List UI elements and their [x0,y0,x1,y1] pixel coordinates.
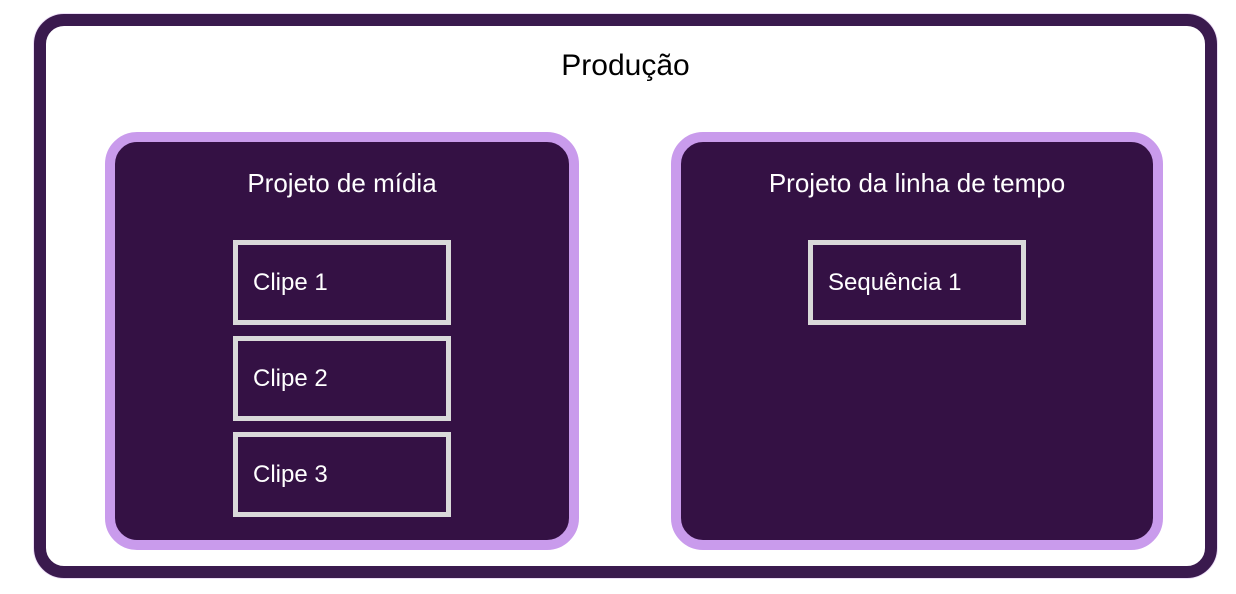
sequence-stack: Sequência 1 [808,240,1026,325]
media-project-panel: Projeto de mídia Clipe 1 Clipe 2 Clipe 3 [105,132,579,550]
clip-box-2: Clipe 2 [233,336,451,421]
timeline-project-title: Projeto da linha de tempo [768,168,1066,198]
sequence-1-label: Sequência 1 [828,268,962,296]
sequence-box-1: Sequência 1 [808,240,1026,325]
clip-box-1: Clipe 1 [233,240,451,325]
clip-box-3: Clipe 3 [233,432,451,517]
clip-3-label: Clipe 3 [253,460,328,488]
producao-container: Produção Projeto de mídia Clipe 1 Clipe … [34,14,1217,578]
media-project-title: Projeto de mídia [247,168,437,198]
diagram-title: Produção [561,49,690,82]
clip-stack: Clipe 1 Clipe 2 Clipe 3 [233,240,451,517]
clip-1-label: Clipe 1 [253,268,328,296]
timeline-project-panel: Projeto da linha de tempo Sequência 1 [671,132,1163,550]
clip-2-label: Clipe 2 [253,364,328,392]
panels-row: Projeto de mídia Clipe 1 Clipe 2 Clipe 3… [46,132,1205,550]
